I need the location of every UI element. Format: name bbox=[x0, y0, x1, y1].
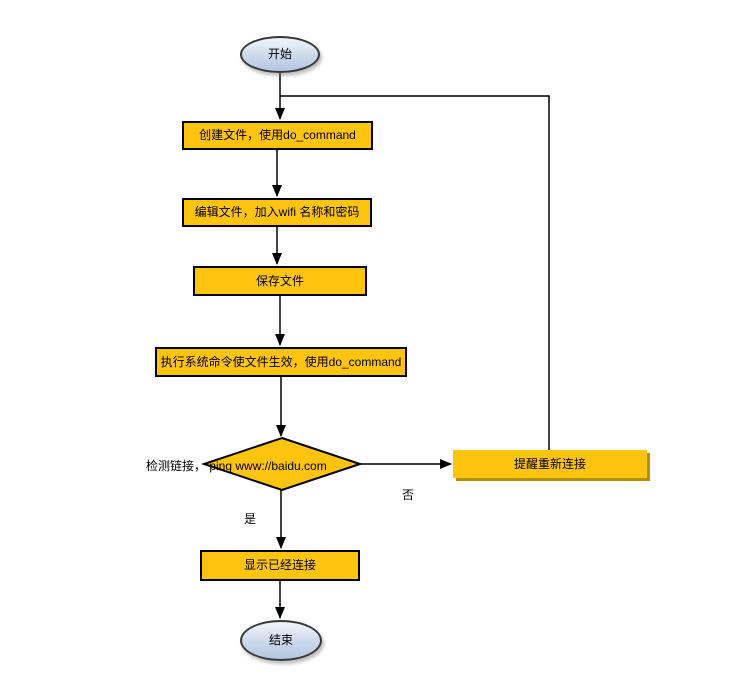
end-node: 结束 bbox=[240, 620, 322, 661]
apply-command-node: 执行系统命令使文件生效，使用do_command bbox=[155, 347, 407, 377]
yes-branch-label: 是 bbox=[244, 512, 257, 526]
end-node-label: 结束 bbox=[268, 633, 293, 648]
save-file-node: 保存文件 bbox=[193, 266, 367, 296]
no-branch-label: 否 bbox=[402, 488, 415, 502]
save-file-node-label: 保存文件 bbox=[255, 273, 304, 288]
create-file-node: 创建文件，使用do_command bbox=[182, 121, 373, 150]
edit-file-node: 编辑文件，加入wifi 名称和密码 bbox=[182, 198, 372, 227]
edit-file-node-label: 编辑文件，加入wifi 名称和密码 bbox=[194, 205, 360, 220]
remind-reconnect-node: 提醒重新连接 bbox=[453, 450, 647, 478]
edge-feedback-loop bbox=[280, 95, 550, 450]
start-node-label: 开始 bbox=[267, 47, 292, 62]
decision-node-shape bbox=[200, 436, 364, 492]
remind-reconnect-node-label: 提醒重新连接 bbox=[513, 456, 586, 471]
apply-command-node-label: 执行系统命令使文件生效，使用do_command bbox=[160, 354, 402, 369]
decision-node-label: 检测链接， ping www://baidu.com bbox=[146, 459, 327, 473]
show-connected-node-label: 显示已经连接 bbox=[243, 558, 316, 573]
show-connected-node: 显示已经连接 bbox=[200, 550, 360, 581]
start-node: 开始 bbox=[240, 36, 320, 73]
create-file-node-label: 创建文件，使用do_command bbox=[199, 128, 356, 143]
